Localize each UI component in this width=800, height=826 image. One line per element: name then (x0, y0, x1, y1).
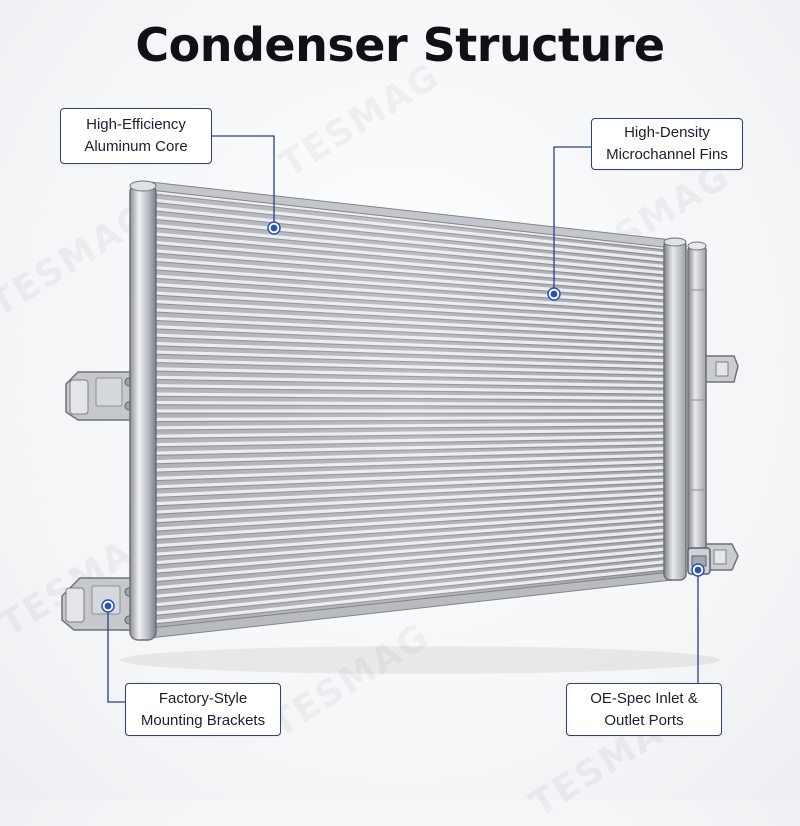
callout-line: OE-Spec Inlet & (590, 689, 698, 707)
left-lower-bracket (61, 577, 141, 631)
right-upper-bracket (701, 355, 739, 383)
callout-microchannel-fins: High-Density Microchannel Fins (591, 118, 743, 170)
condenser-illustration (61, 135, 739, 703)
callout-line: High-Efficiency (86, 116, 186, 133)
fins-anchor-dot (547, 287, 561, 301)
callout-line: High-Density (624, 124, 710, 141)
callout-line: Aluminum Core (84, 138, 188, 155)
page-title: Condenser Structure (135, 18, 665, 72)
brackets-anchor-dot (101, 599, 115, 613)
ports-anchor-dot (691, 563, 705, 577)
right-header-tank (663, 237, 687, 581)
callout-aluminum-core: High-Efficiency Aluminum Core (60, 108, 212, 164)
callout-mounting-brackets: Factory-Style Mounting Brackets (125, 683, 281, 736)
callout-line: Mounting Brackets (140, 711, 266, 729)
callout-line: Microchannel Fins (606, 146, 728, 163)
callout-line: Outlet Ports (604, 711, 684, 729)
core-anchor-dot (267, 221, 281, 235)
callout-inlet-outlet-ports: OE-Spec Inlet & Outlet Ports (566, 683, 722, 736)
core-leader-line (190, 135, 275, 226)
core-sheen (156, 188, 668, 632)
left-header-tank (129, 180, 157, 641)
brackets-leader-line (107, 606, 125, 703)
ground-shadow (120, 646, 720, 674)
callout-line: Factory-Style (158, 689, 248, 707)
fins-leader-line (553, 146, 592, 294)
left-upper-bracket (65, 371, 141, 421)
receiver-drier (687, 241, 707, 575)
